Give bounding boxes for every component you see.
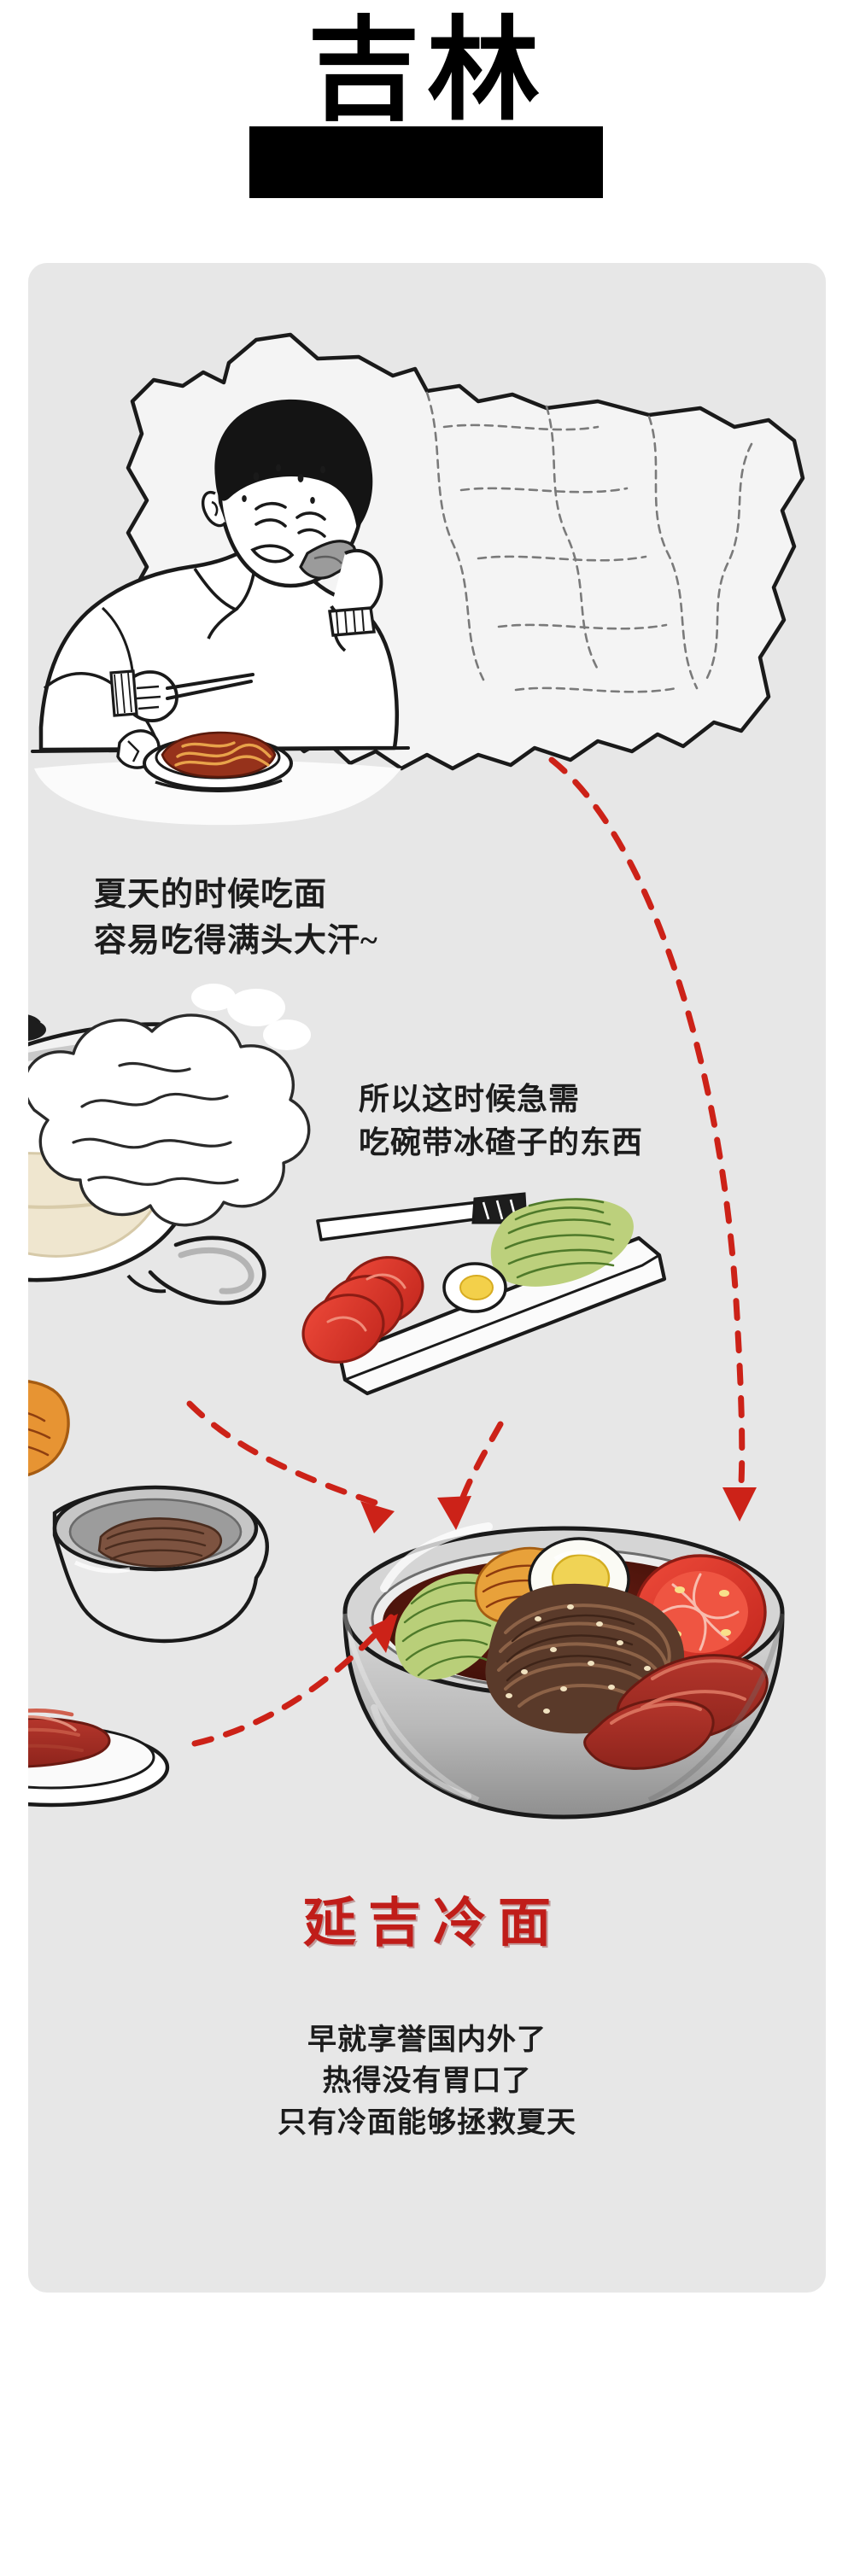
title-black-bar — [249, 126, 603, 198]
caption-need-line1: 所以这时候急需 — [359, 1082, 581, 1116]
caption-need: 所以这时候急需 吃碗带冰碴子的东西 — [359, 1078, 643, 1165]
caption-closing-line2: 热得没有胃口了 — [322, 2065, 532, 2098]
caption-closing-line1: 早就享誉国内外了 — [307, 2024, 547, 2056]
dish-title: 延吉冷面 — [302, 1895, 563, 1953]
caption-need-line2: 吃碗带冰碴子的东西 — [359, 1125, 644, 1160]
content-panel — [28, 263, 826, 2293]
caption-intro: 夏天的时候吃面 容易吃得满头大汗~ — [94, 873, 378, 965]
page-title-block: 吉林 吉林 — [0, 0, 854, 256]
caption-closing-line3: 只有冷面能够拯救夏天 — [278, 2106, 576, 2139]
caption-intro-line2: 容易吃得满头大汗~ — [94, 922, 378, 959]
page-title-inverted-overlay: 吉林 — [307, 9, 547, 134]
caption-closing: 早就享誉国内外了 热得没有胃口了 只有冷面能够拯救夏天 — [0, 2020, 854, 2144]
caption-intro-line1: 夏天的时候吃面 — [94, 877, 328, 913]
page-title: 吉林 — [307, 9, 547, 134]
